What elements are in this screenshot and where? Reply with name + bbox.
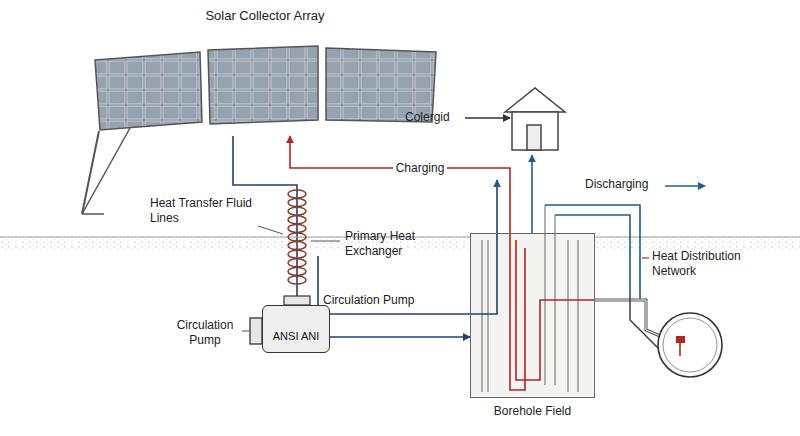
callout-label: Primary Heat Exchanger	[345, 229, 433, 259]
leader-lines	[242, 118, 705, 331]
distribution-unit	[658, 313, 722, 377]
borehole-ground	[471, 234, 594, 398]
flow-label: Discharging	[585, 177, 648, 192]
heat-exchanger-coil	[288, 190, 306, 284]
coil-loop	[288, 276, 306, 284]
coil-loop	[288, 190, 306, 198]
callout-label: Circulation Pump	[170, 318, 240, 348]
coil-loop	[288, 233, 306, 241]
solar-panels	[82, 46, 436, 214]
flow-connector	[290, 136, 510, 233]
pump-body: ANSI ANI	[262, 305, 330, 353]
callout-label: Heat Transfer Fluid Lines	[150, 196, 258, 226]
borehole-frame	[470, 233, 595, 398]
callout-label: Circulation Pump	[323, 293, 414, 308]
pump-motor	[284, 296, 310, 305]
coil-loop	[288, 267, 306, 275]
house-symbol	[505, 88, 565, 150]
fluid-lines	[318, 155, 660, 390]
pump-flange	[250, 318, 262, 344]
node-title: Solar Collector Array	[90, 8, 440, 24]
callout-label: Colergid	[405, 110, 450, 125]
pump-marking: ANSI ANI	[263, 330, 329, 343]
coil-loop	[288, 224, 306, 232]
callout-label: Heat Distribution Network	[652, 249, 760, 279]
collector-array: Solar Collector Array	[90, 6, 440, 136]
flow-connector	[330, 336, 470, 338]
borehole-field: Borehole Field	[470, 233, 595, 433]
coil-loop	[288, 250, 306, 258]
coil-loop	[288, 259, 306, 267]
coil-loop	[288, 216, 306, 224]
coil-loop	[288, 242, 306, 250]
coil-loop	[288, 199, 306, 207]
node-title: Borehole Field	[470, 404, 595, 418]
coil-loop	[288, 207, 306, 215]
edge-label: Charging	[393, 161, 448, 176]
